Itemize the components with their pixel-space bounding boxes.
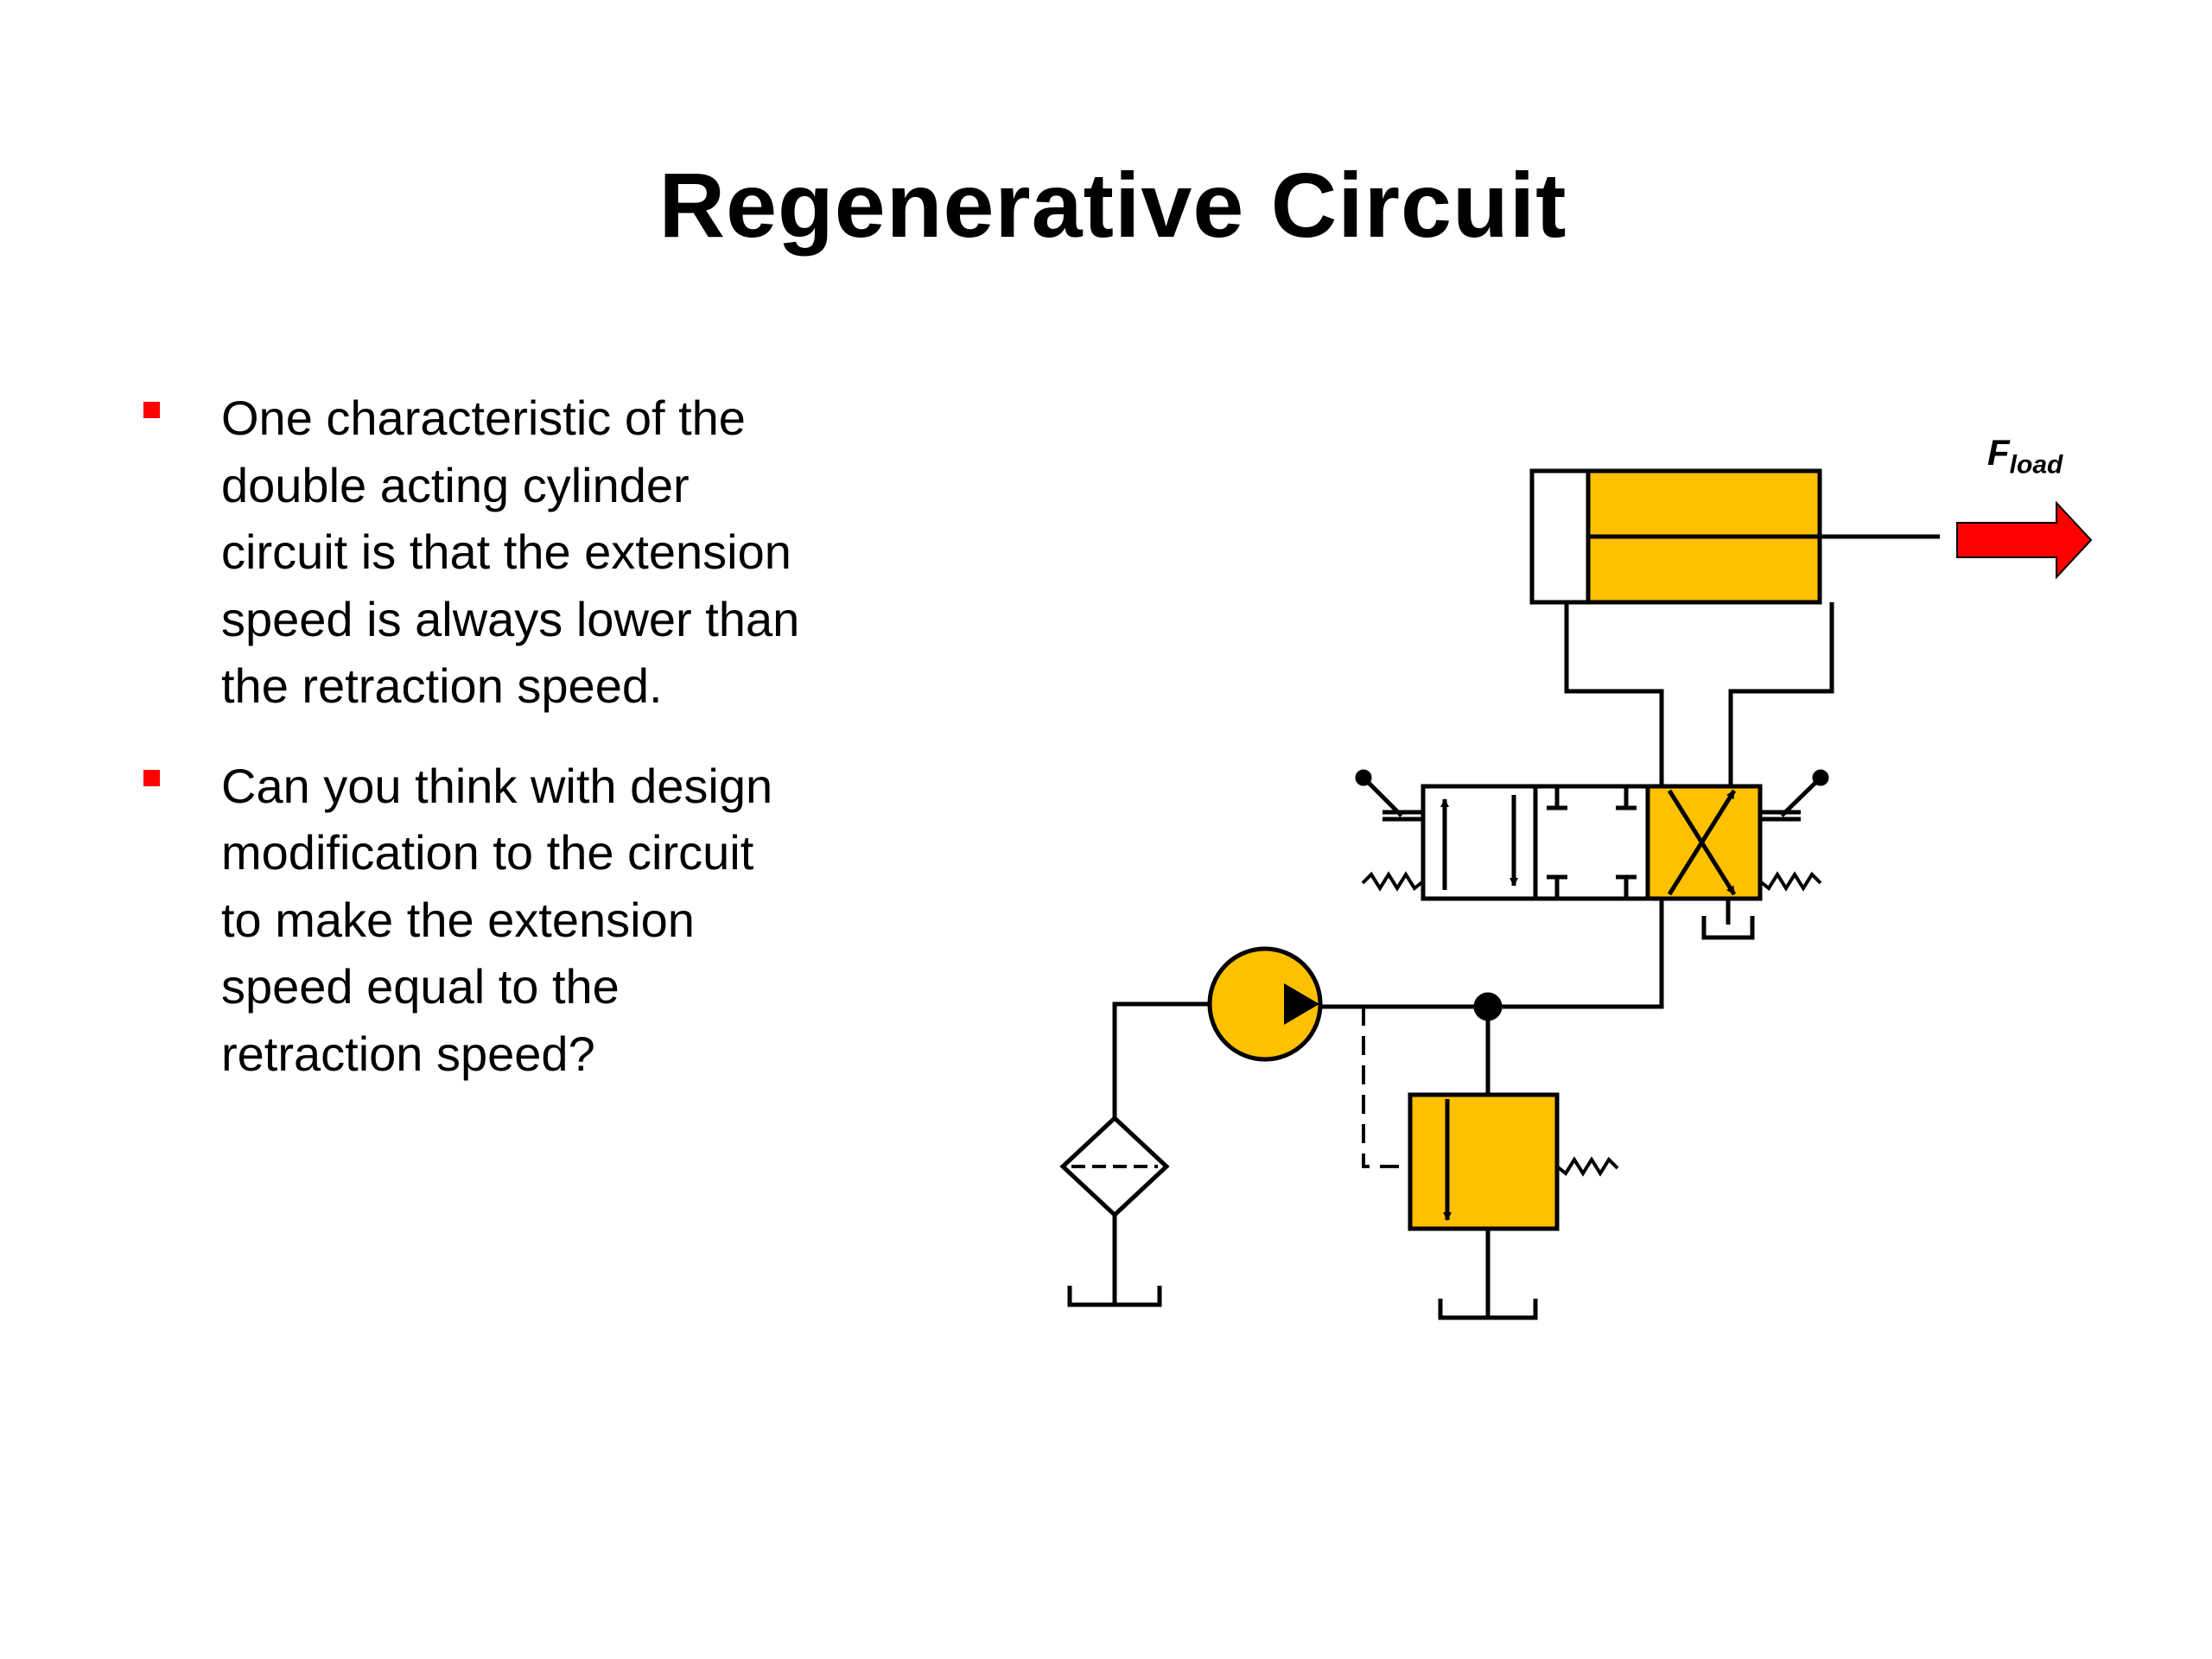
- tank-symbol: [1438, 1299, 1538, 1320]
- pump: [1207, 946, 1323, 1062]
- pressure-line: [1321, 899, 1664, 1009]
- bullet-text: One characteristic of the double acting …: [221, 391, 800, 713]
- double-acting-cylinder: [1529, 468, 1940, 605]
- tank-symbol: [1067, 1286, 1162, 1307]
- bullet-square-icon: [143, 402, 160, 418]
- bullet-item: One characteristic of the double acting …: [138, 385, 916, 720]
- force-symbol: F: [1987, 432, 2010, 473]
- bullet-text: Can you think with design modification t…: [221, 758, 773, 1081]
- force-subscript: load: [2009, 450, 2063, 480]
- suction-line: [1112, 1001, 1210, 1118]
- directional-control-valve: [1355, 769, 1829, 940]
- filter: [1059, 1115, 1170, 1218]
- bullet-list: One characteristic of the double acting …: [138, 385, 916, 1120]
- force-arrow-icon: [1956, 500, 2093, 580]
- cylinder-cap-line: [1564, 602, 1664, 786]
- cylinder-rod-line: [1728, 602, 1834, 786]
- bullet-item: Can you think with design modification t…: [138, 753, 916, 1088]
- force-label: Fload: [1987, 432, 2063, 480]
- pressure-relief-valve: [1408, 1092, 1619, 1231]
- pilot-line: [1362, 1007, 1410, 1168]
- slide-title: Regenerative Circuit: [658, 155, 1567, 257]
- bullet-square-icon: [143, 769, 160, 786]
